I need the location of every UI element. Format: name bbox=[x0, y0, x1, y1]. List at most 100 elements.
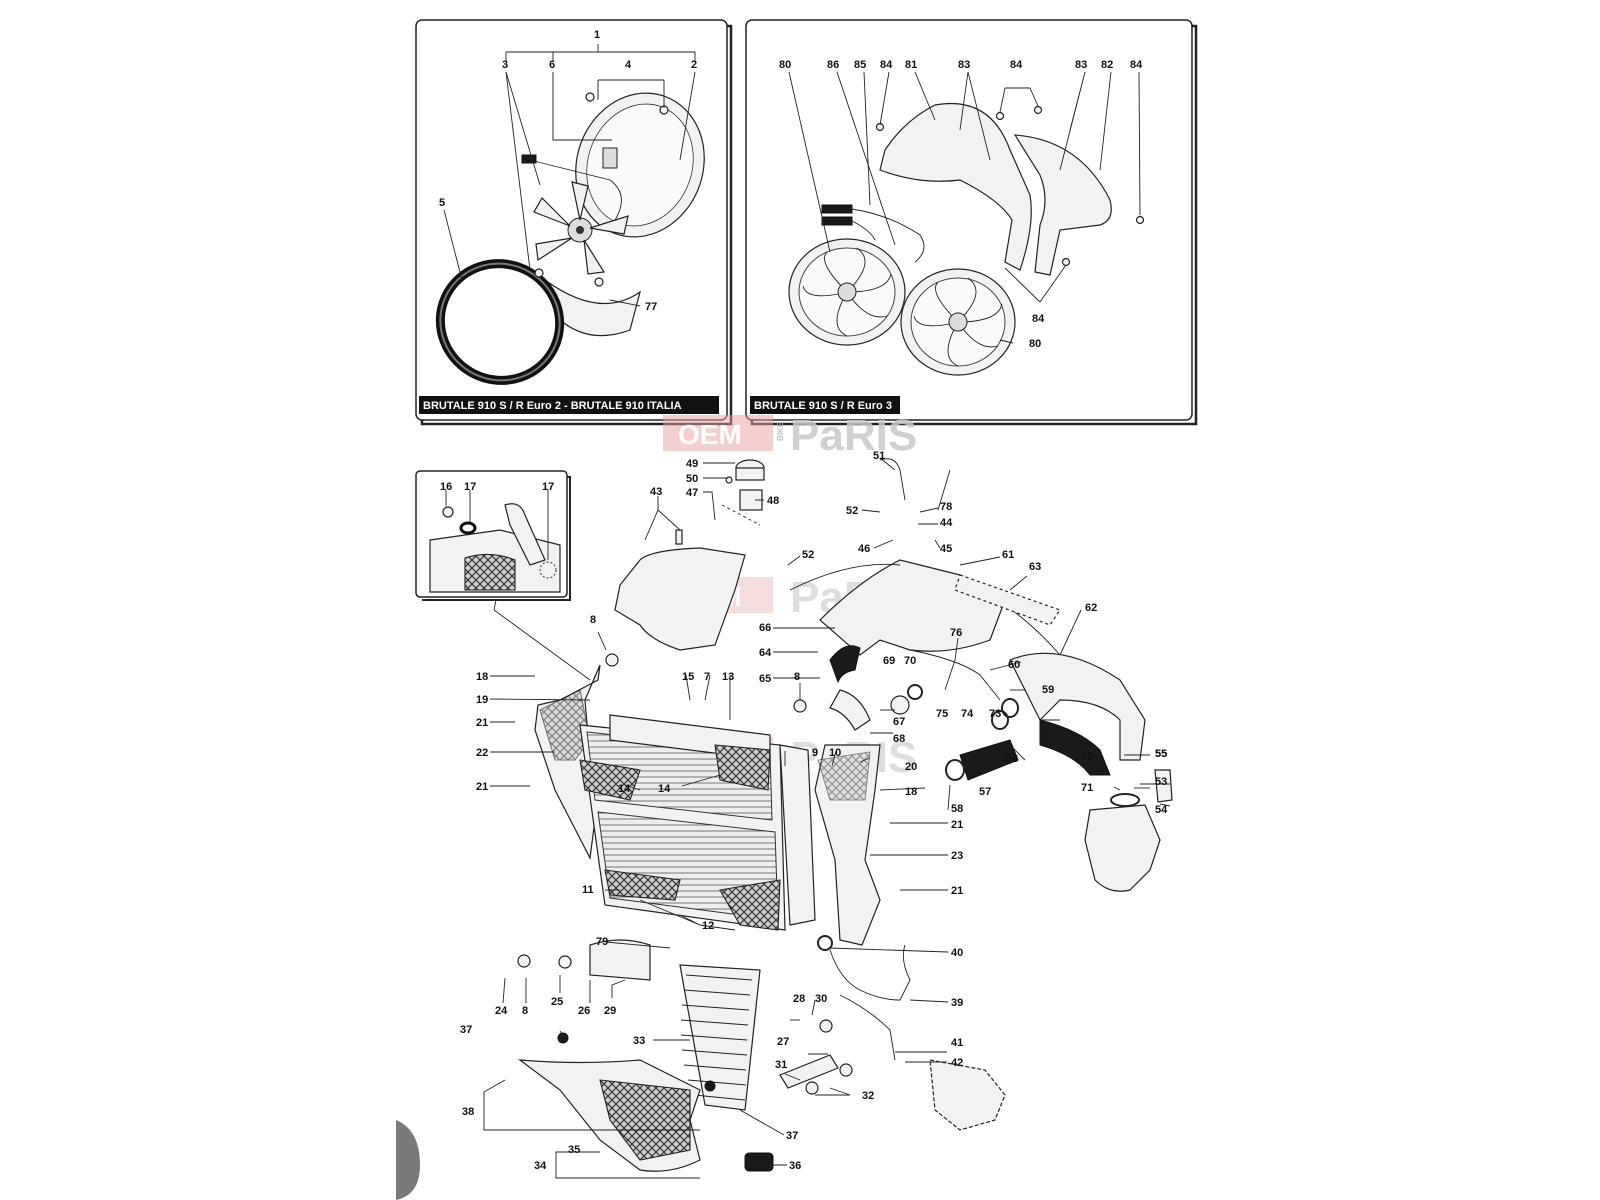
callout-label: 52 bbox=[846, 505, 858, 517]
callout-label: 60 bbox=[1008, 659, 1020, 671]
callout-label: 34 bbox=[534, 1160, 547, 1172]
callout-label: 83 bbox=[958, 59, 970, 71]
callout-label: 78 bbox=[940, 501, 952, 513]
callout-label: 1 bbox=[594, 29, 600, 41]
inset-euro3-caption: BRUTALE 910 S / R Euro 3 bbox=[754, 400, 892, 412]
leader-lines bbox=[483, 457, 1171, 1179]
callout-label: 76 bbox=[950, 627, 962, 639]
callout-label: 43 bbox=[650, 486, 662, 498]
callout-label: 3 bbox=[502, 59, 508, 71]
callout-label: 61 bbox=[1002, 549, 1014, 561]
callout-label: 8 bbox=[794, 671, 800, 683]
callout-label: 18 bbox=[905, 786, 917, 798]
callout-labels: 49 50 47 48 43 51 52 78 44 46 45 52 61 6… bbox=[460, 450, 1168, 1172]
callout-label: 10 bbox=[829, 747, 841, 759]
watermark-oem: OEM bbox=[678, 419, 742, 450]
callout-label: 8 bbox=[590, 614, 596, 626]
callout-label: 68 bbox=[893, 733, 905, 745]
inset-euro2: BRUTALE 910 S / R Euro 2 - BRUTALE 910 I… bbox=[415, 19, 733, 426]
callout-label: 23 bbox=[951, 850, 963, 862]
callout-label: 83 bbox=[1075, 59, 1087, 71]
callout-label: 74 bbox=[961, 708, 974, 720]
callout-label: 71 bbox=[1081, 782, 1093, 794]
callout-label: 5 bbox=[439, 197, 445, 209]
page-edge-tab bbox=[396, 1120, 420, 1200]
inset-euro3: BRUTALE 910 S / R Euro 3 80 86 85 84 81 … bbox=[745, 19, 1198, 426]
callout-label: 28 bbox=[793, 993, 805, 1005]
callout-label: 37 bbox=[460, 1024, 472, 1036]
callout-label: 14 bbox=[618, 783, 631, 795]
detail-inset: 16 17 17 bbox=[415, 470, 591, 681]
callout-label: 67 bbox=[893, 716, 905, 728]
watermark-parts: PaRIS bbox=[790, 411, 917, 460]
callout-label: 46 bbox=[858, 543, 870, 555]
callout-label: 31 bbox=[775, 1059, 787, 1071]
callout-label: 21 bbox=[476, 717, 488, 729]
callout-label: 81 bbox=[905, 59, 917, 71]
callout-label: 52 bbox=[802, 549, 814, 561]
callout-label: 29 bbox=[604, 1005, 616, 1017]
callout-label: 58 bbox=[951, 803, 963, 815]
callout-label: 48 bbox=[767, 495, 779, 507]
callout-label: 42 bbox=[951, 1057, 963, 1069]
callout-label: 35 bbox=[568, 1144, 580, 1156]
callout-label: 14 bbox=[658, 783, 671, 795]
callout-label: 86 bbox=[827, 59, 839, 71]
callout-label: 66 bbox=[759, 622, 771, 634]
callout-label: 25 bbox=[551, 996, 563, 1008]
callout-label: 11 bbox=[582, 884, 594, 896]
callout-label: 20 bbox=[905, 761, 917, 773]
callout-label: 4 bbox=[625, 59, 632, 71]
callout-label: 59 bbox=[1042, 684, 1054, 696]
callout-label: 56 bbox=[1006, 753, 1018, 765]
callout-label: 21 bbox=[951, 819, 963, 831]
callout-label: 44 bbox=[940, 517, 953, 529]
callout-label: 33 bbox=[633, 1035, 645, 1047]
callout-label: 6 bbox=[549, 59, 555, 71]
callout-label: 77 bbox=[645, 301, 657, 313]
callout-label: 85 bbox=[854, 59, 866, 71]
callout-label: 9 bbox=[812, 747, 818, 759]
callout-label: 62 bbox=[1085, 602, 1097, 614]
callout-label: 38 bbox=[462, 1106, 474, 1118]
callout-label: 17 bbox=[542, 481, 554, 493]
main-assembly bbox=[517, 458, 1173, 1172]
callout-label: 13 bbox=[722, 671, 734, 683]
callout-label: 72 bbox=[1081, 751, 1093, 763]
callout-label: 55 bbox=[1155, 748, 1167, 760]
callout-label: 55 bbox=[1155, 748, 1167, 760]
callout-label: 7 bbox=[704, 671, 710, 683]
callout-label: 51 bbox=[873, 450, 885, 462]
callout-label: 21 bbox=[476, 781, 488, 793]
callout-label: 39 bbox=[951, 997, 963, 1009]
callout-label: 21 bbox=[951, 885, 963, 897]
callout-label: 80 bbox=[1029, 338, 1041, 350]
callout-label: 80 bbox=[779, 59, 791, 71]
inset-euro2-caption: BRUTALE 910 S / R Euro 2 - BRUTALE 910 I… bbox=[423, 400, 682, 412]
callout-label: 40 bbox=[951, 947, 963, 959]
callout-label: 47 bbox=[686, 487, 698, 499]
callout-label: 32 bbox=[862, 1090, 874, 1102]
callout-label: 69 bbox=[883, 655, 895, 667]
callout-label: 84 bbox=[880, 59, 893, 71]
callout-label: 75 bbox=[936, 708, 948, 720]
callout-label: 82 bbox=[1101, 59, 1113, 71]
callout-label: 57 bbox=[979, 786, 991, 798]
callout-label: 24 bbox=[495, 1005, 508, 1017]
watermark: OEM BIKE PaRIS bbox=[663, 411, 917, 460]
watermark-bike: BIKE bbox=[776, 421, 785, 441]
callout-label: 64 bbox=[759, 647, 772, 659]
callout-label: 50 bbox=[686, 473, 698, 485]
callout-label: 18 bbox=[476, 671, 488, 683]
callout-label: 41 bbox=[951, 1037, 963, 1049]
callout-label: 79 bbox=[596, 936, 608, 948]
callout-label: 22 bbox=[476, 747, 488, 759]
callout-label: 54 bbox=[1155, 804, 1168, 816]
callout-label: 26 bbox=[578, 1005, 590, 1017]
callout-label: 84 bbox=[1010, 59, 1023, 71]
callout-label: 19 bbox=[476, 694, 488, 706]
callout-label: 45 bbox=[940, 543, 952, 555]
callout-label: 12 bbox=[702, 920, 714, 932]
